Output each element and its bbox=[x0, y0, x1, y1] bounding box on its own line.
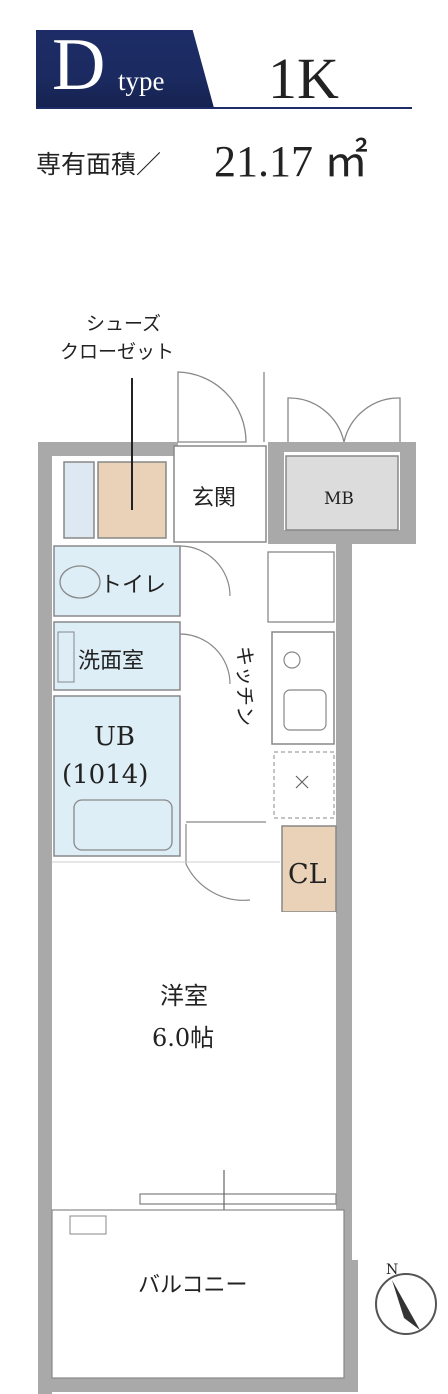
mb-door-left bbox=[287, 397, 345, 443]
label-washroom: 洗面室 bbox=[78, 649, 144, 674]
layout-name: 1K bbox=[268, 46, 339, 111]
header-underline bbox=[36, 107, 412, 109]
area-label: 専有面積／ bbox=[36, 150, 162, 179]
aircon-unit bbox=[69, 1215, 107, 1235]
unit-bath bbox=[53, 695, 181, 857]
label-mb: MB bbox=[324, 489, 354, 509]
label-bath: UB bbox=[94, 722, 135, 752]
type-letter: D bbox=[52, 24, 106, 106]
label-kitchen: キッチン bbox=[233, 646, 257, 726]
entrance-area bbox=[173, 445, 267, 543]
label-entrance: 玄関 bbox=[192, 486, 236, 511]
fridge-space bbox=[267, 551, 335, 623]
label-balcony: バルコニー bbox=[138, 1273, 248, 1298]
toilet-room bbox=[53, 545, 181, 617]
balcony bbox=[51, 1209, 345, 1379]
label-bath-model: (1014) bbox=[62, 760, 148, 790]
north-compass: N bbox=[375, 1262, 437, 1335]
mb-box bbox=[285, 455, 399, 531]
walls bbox=[38, 442, 416, 1394]
room-door bbox=[185, 824, 251, 901]
western-room bbox=[52, 912, 336, 1194]
stove-burner bbox=[283, 651, 301, 669]
label-shoe-closet-2: クローゼット bbox=[60, 341, 174, 363]
wall-mb-left bbox=[268, 442, 284, 542]
compass-north-label: N bbox=[386, 1262, 398, 1278]
wall-top-left bbox=[38, 442, 178, 456]
kitchen-sink bbox=[283, 689, 327, 731]
washroom-door bbox=[179, 633, 231, 685]
toilet-fixture bbox=[59, 565, 101, 599]
window-sash bbox=[139, 1193, 337, 1205]
shoe-closet-side-storage bbox=[63, 461, 95, 539]
wall-right bbox=[336, 530, 352, 1268]
header-type-band bbox=[36, 30, 214, 108]
wall-left bbox=[38, 442, 52, 1394]
washroom bbox=[53, 621, 181, 691]
label-room-size: 6.0帖 bbox=[152, 1024, 214, 1052]
label-closet: CL bbox=[288, 859, 327, 890]
bathtub bbox=[73, 799, 173, 851]
type-word: type bbox=[118, 66, 165, 96]
compass-arrow-icon bbox=[392, 1280, 420, 1330]
wall-bottom bbox=[38, 1378, 358, 1392]
wall-mb-right bbox=[400, 442, 416, 542]
washer-space bbox=[273, 751, 335, 819]
entrance-door bbox=[177, 371, 247, 443]
wall-top-mb bbox=[268, 442, 416, 452]
label-toilet: トイレ bbox=[100, 573, 166, 598]
area-value: 21.17 ㎡ bbox=[214, 137, 368, 186]
label-western-room: 洋室 bbox=[160, 982, 208, 1010]
toilet-door bbox=[179, 545, 231, 597]
mb-door-right bbox=[343, 397, 401, 443]
label-shoe-closet-1: シューズ bbox=[86, 313, 161, 335]
wall-balcony-right bbox=[344, 1260, 358, 1392]
kitchen-counter bbox=[271, 631, 335, 745]
